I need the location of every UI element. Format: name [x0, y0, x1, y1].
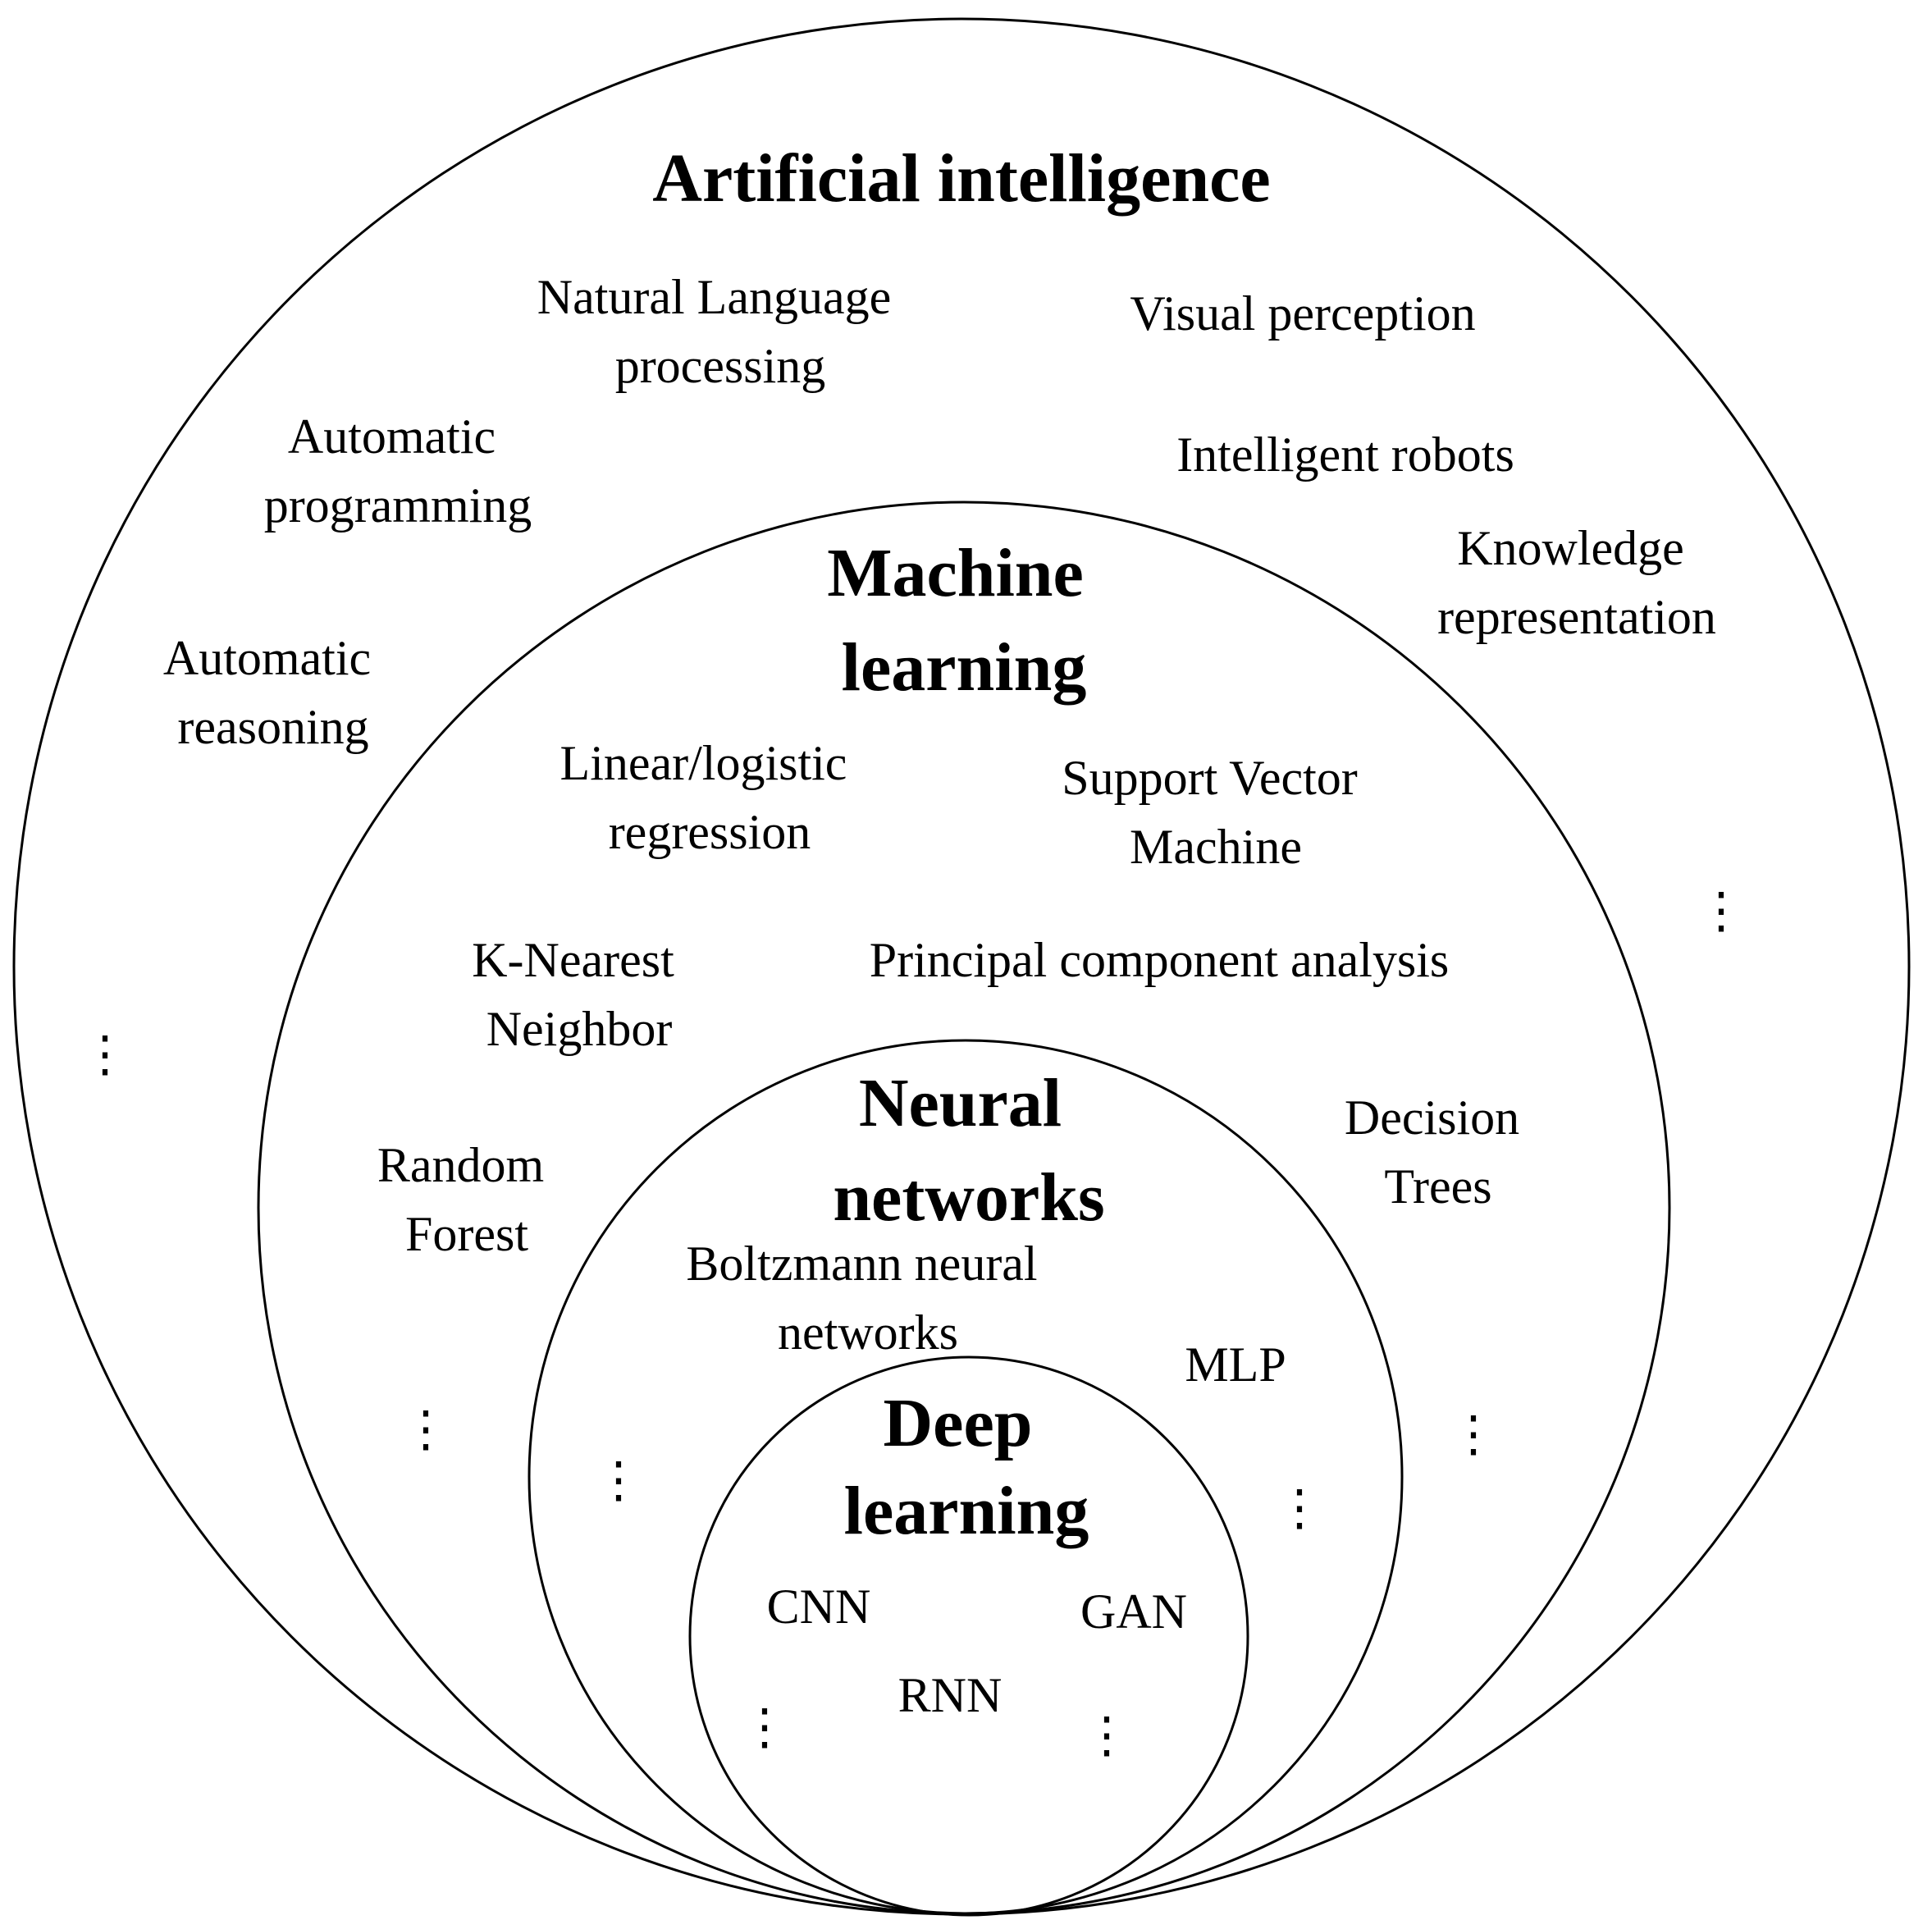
- ring-neural-networks: [528, 1039, 1404, 1915]
- ml-item-random-forest: Random Forest: [377, 1138, 556, 1261]
- dl-more-right-ellipsis: ⋮: [1082, 1708, 1131, 1762]
- dl-item-cnn: CNN: [767, 1579, 871, 1634]
- ml-item-knn: K-Nearest Neighbor: [472, 933, 687, 1056]
- nn-more-right-ellipsis: ⋮: [1275, 1481, 1324, 1535]
- ai-item-nlp: Natural Language processing: [537, 270, 903, 393]
- dl-item-rnn: RNN: [898, 1668, 1003, 1722]
- dl-item-gan: GAN: [1080, 1584, 1187, 1639]
- ai-item-knowledge-representation: Knowledge representation: [1437, 521, 1716, 644]
- ml-more-left-ellipsis: ⋮: [401, 1402, 450, 1456]
- nn-title: Neural networks: [833, 1065, 1104, 1236]
- ai-item-visual-perception: Visual perception: [1130, 286, 1475, 341]
- ml-title: Machine learning: [827, 535, 1101, 706]
- ml-item-decision-trees: Decision Trees: [1345, 1090, 1532, 1214]
- ai-more-left-ellipsis: ⋮: [80, 1027, 130, 1081]
- dl-more-left-ellipsis: ⋮: [740, 1700, 789, 1754]
- ai-item-automatic-programming: Automatic programming: [264, 409, 532, 533]
- ai-item-automatic-reasoning: Automatic reasoning: [163, 631, 383, 754]
- ml-item-linear-logistic-regression: Linear/logistic regression: [560, 736, 860, 859]
- ai-item-intelligent-robots: Intelligent robots: [1176, 427, 1514, 482]
- ml-item-pca: Principal component analysis: [870, 933, 1450, 987]
- nn-more-left-ellipsis: ⋮: [594, 1453, 643, 1507]
- dl-title: Deep learning: [844, 1385, 1089, 1549]
- ai-title: Artificial intelligence: [652, 140, 1270, 217]
- ai-more-right-ellipsis: ⋮: [1697, 884, 1746, 938]
- ml-more-right-ellipsis: ⋮: [1449, 1407, 1498, 1461]
- ring-deep-learning: [688, 1355, 1249, 1917]
- nn-item-mlp: MLP: [1185, 1337, 1286, 1392]
- ml-item-svm: Support Vector Machine: [1062, 751, 1370, 874]
- nn-item-boltzmann: Boltzmann neural networks: [686, 1237, 1049, 1360]
